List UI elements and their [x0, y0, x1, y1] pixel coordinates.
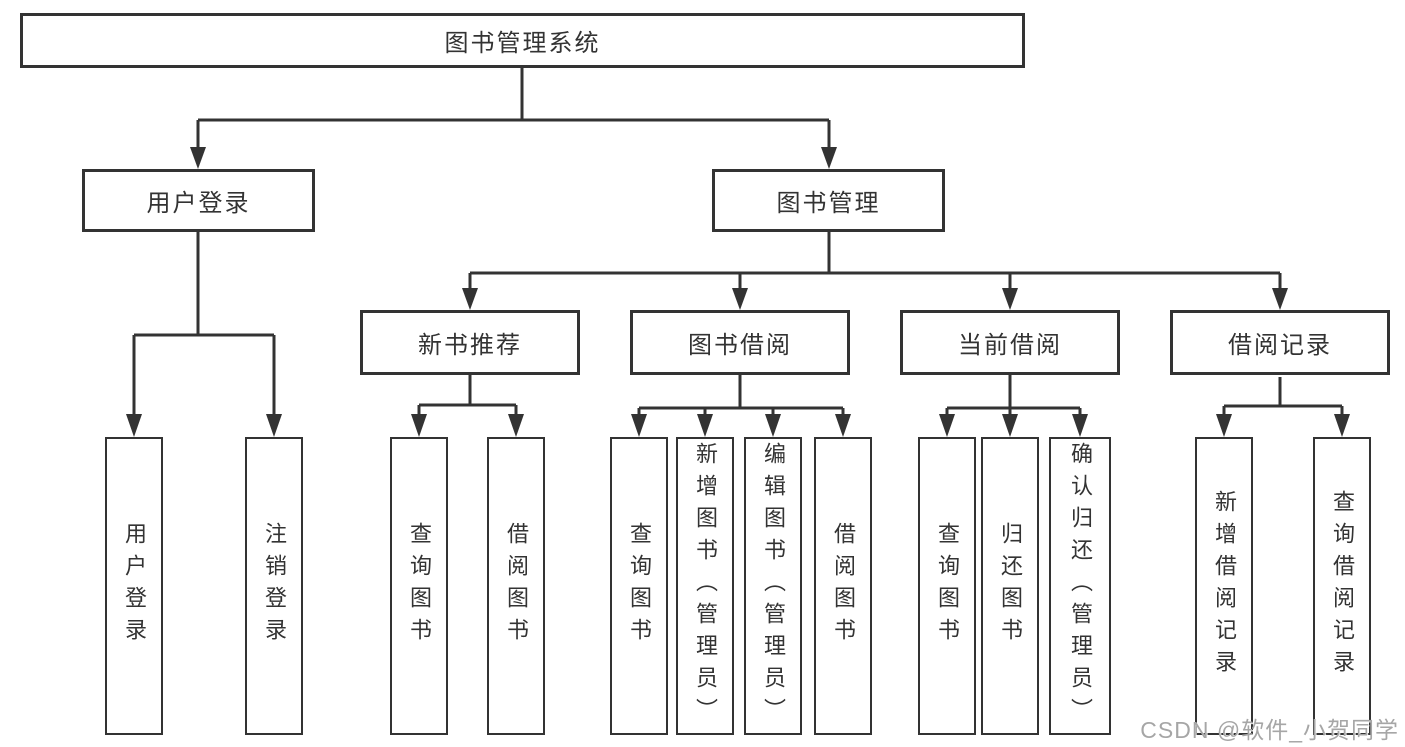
node-root-label: 图书管理系统: [444, 30, 601, 57]
node-borrowing-records: 借阅记录: [1170, 310, 1390, 375]
leaf-query-books-borrowing: 查询图书: [610, 437, 668, 735]
node-book-management-label: 图书管理: [776, 190, 881, 217]
node-borrowing-records-label: 借阅记录: [1228, 332, 1332, 359]
leaf-query-borrow-record: 查询借阅记录: [1313, 437, 1371, 735]
node-current-borrowing: 当前借阅: [900, 310, 1120, 375]
node-user-login-label: 用户登录: [146, 190, 251, 217]
leaf-edit-book-admin-label: 编辑图书（管理员）: [761, 442, 786, 730]
leaf-confirm-return-admin: 确认归还（管理员）: [1049, 437, 1111, 735]
leaf-edit-book-admin: 编辑图书（管理员）: [744, 437, 802, 735]
connector-borrowing-records-to-leaves: [1216, 377, 1350, 437]
leaf-confirm-return-admin-label: 确认归还（管理员）: [1068, 442, 1093, 730]
node-new-book-recommend: 新书推荐: [360, 310, 580, 375]
node-book-management: 图书管理: [712, 169, 945, 232]
node-current-borrowing-label: 当前借阅: [958, 332, 1062, 359]
connector-current-borrowing-to-leaves: [939, 375, 1088, 437]
leaf-add-book-admin-label: 新增图书（管理员）: [693, 442, 718, 730]
leaf-query-books-recommend: 查询图书: [390, 437, 448, 735]
leaf-return-books-label: 归还图书: [998, 522, 1023, 650]
leaf-add-borrow-record: 新增借阅记录: [1195, 437, 1253, 735]
connector-new-book-recommend-to-leaves: [411, 375, 524, 437]
node-root: 图书管理系统: [20, 13, 1025, 68]
leaf-logout: 注销登录: [245, 437, 303, 735]
leaf-add-borrow-record-label: 新增借阅记录: [1212, 490, 1237, 682]
leaf-borrow-books-borrowing: 借阅图书: [814, 437, 872, 735]
connector-book-borrowing-to-leaves: [631, 375, 851, 437]
leaf-query-books-borrowing-label: 查询图书: [627, 522, 652, 650]
connector-book-management-to-level3: [462, 232, 1288, 310]
leaf-query-books-recommend-label: 查询图书: [407, 522, 432, 650]
leaf-add-book-admin: 新增图书（管理员）: [676, 437, 734, 735]
node-book-borrowing: 图书借阅: [630, 310, 850, 375]
leaf-user-login: 用户登录: [105, 437, 163, 735]
leaf-query-books-current-label: 查询图书: [935, 522, 960, 650]
leaf-borrow-books-recommend-label: 借阅图书: [504, 522, 529, 650]
leaf-user-login-label: 用户登录: [122, 522, 147, 650]
leaf-logout-label: 注销登录: [262, 522, 287, 650]
leaf-query-borrow-record-label: 查询借阅记录: [1330, 490, 1355, 682]
leaf-return-books: 归还图书: [981, 437, 1039, 735]
connector-user-login-to-leaves: [126, 232, 282, 437]
node-new-book-recommend-label: 新书推荐: [418, 332, 522, 359]
leaf-query-books-current: 查询图书: [918, 437, 976, 735]
connector-root-to-level2: [190, 68, 837, 169]
node-user-login: 用户登录: [82, 169, 315, 232]
node-book-borrowing-label: 图书借阅: [688, 332, 792, 359]
csdn-watermark: CSDN @软件_小贺同学: [1140, 717, 1399, 743]
leaf-borrow-books-recommend: 借阅图书: [487, 437, 545, 735]
leaf-borrow-books-borrowing-label: 借阅图书: [831, 522, 856, 650]
